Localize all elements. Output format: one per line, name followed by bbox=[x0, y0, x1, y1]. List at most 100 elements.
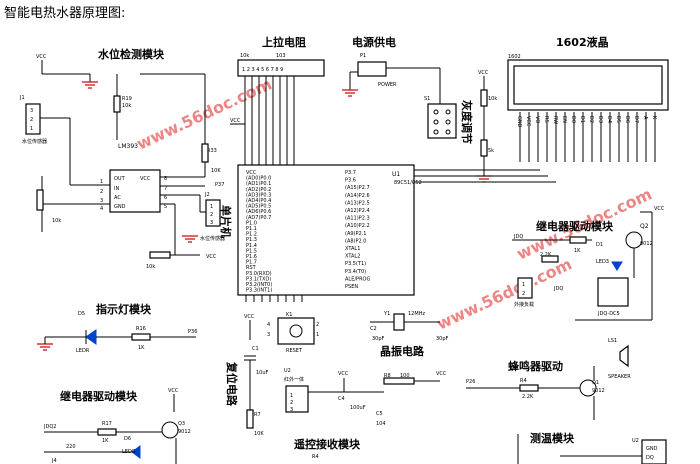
q1-label: Q1 bbox=[592, 380, 599, 386]
lcd-pin-label: D7 bbox=[633, 116, 639, 123]
j2-desc: 水位传感器 bbox=[200, 235, 225, 242]
r-5k-label: 5k bbox=[488, 148, 494, 154]
svg-text:3: 3 bbox=[290, 407, 293, 413]
d6-label: D6 bbox=[124, 436, 131, 442]
svg-text:2: 2 bbox=[290, 400, 293, 406]
led-g-icon bbox=[131, 445, 141, 459]
ls1-label: LS1 bbox=[608, 338, 617, 344]
svg-text:D1: D1 bbox=[596, 242, 603, 248]
c4-label: C4 bbox=[338, 396, 345, 402]
svg-text:1: 1 bbox=[30, 126, 33, 132]
rp-label: 10k bbox=[240, 53, 249, 59]
svg-text:7: 7 bbox=[164, 186, 167, 192]
u2-label: U2 bbox=[284, 368, 291, 374]
r19-resistor bbox=[113, 95, 121, 113]
section-ir: 遥控接收模块 bbox=[294, 437, 361, 451]
vcc-label: VCC bbox=[36, 54, 47, 60]
mcu-pin-label: (A14)P2.6 bbox=[345, 193, 370, 199]
mcu-pin-label: (A13)P2.5 bbox=[345, 200, 370, 206]
c3-value: 30pF bbox=[436, 336, 449, 342]
mcu-pin-label: P3.3(INT1) bbox=[246, 288, 272, 294]
q2-transistor bbox=[625, 231, 643, 249]
vcc-label-ir2: VCC bbox=[436, 371, 447, 377]
led-r-label: LEDR bbox=[76, 348, 90, 354]
j1-connector bbox=[25, 103, 41, 135]
jdq-label: JDQ bbox=[513, 234, 523, 240]
speaker-icon bbox=[619, 344, 629, 368]
svg-text:1 2 3 4 5 6 7 8 9: 1 2 3 4 5 6 7 8 9 bbox=[242, 67, 283, 73]
u1-label: U1 bbox=[392, 171, 400, 178]
r8-value: 100 bbox=[400, 373, 410, 379]
svg-text:8: 8 bbox=[164, 176, 167, 182]
c2-label: C2 bbox=[370, 326, 377, 332]
vcc-label-ir: VCC bbox=[338, 371, 349, 377]
jdq-label-2: JDQ bbox=[553, 286, 563, 292]
svg-text:AC: AC bbox=[114, 195, 121, 201]
lcd-pin-label: D1 bbox=[579, 116, 585, 123]
c4-value: 100uF bbox=[350, 405, 366, 411]
section-reset: 复位电路 bbox=[225, 361, 239, 407]
r33-resistor bbox=[201, 143, 209, 163]
contrast-switch: S1 灰度调节 bbox=[424, 68, 474, 144]
bus-lines bbox=[414, 169, 556, 183]
jdq2-label: JDQ2 bbox=[43, 424, 56, 430]
p36-label: P36 bbox=[188, 329, 197, 335]
svg-text:VCC: VCC bbox=[140, 176, 151, 182]
lcd-pin-label: D4 bbox=[606, 116, 612, 123]
c5-label: C5 bbox=[376, 411, 383, 417]
mcu-pin-label: P1.2 bbox=[246, 232, 257, 238]
mcu-pin-label: (AD5)P0.5 bbox=[246, 204, 271, 210]
pullup-module: 上拉电阻 10k 103 1 2 3 4 5 6 7 8 9 VCC bbox=[230, 35, 325, 165]
svg-text:3: 3 bbox=[210, 220, 213, 226]
power-module: 电源供电 P1 POWER bbox=[342, 35, 440, 97]
relay-module-2: 继电器驱动模块 VCC JDQ2 R17 1K Q3 9012 D6 LEDG … bbox=[43, 388, 191, 464]
q1-transistor bbox=[579, 379, 597, 397]
relay-module-1: 继电器驱动模块 JDQ 1K Q2 9012 VCC D1 2.2K LED3 … bbox=[512, 206, 665, 321]
temp-module: 测温模块 U2 GND DQ bbox=[517, 431, 667, 464]
pot-10k bbox=[36, 189, 44, 211]
svg-text:1: 1 bbox=[210, 204, 213, 210]
svg-text:2: 2 bbox=[522, 291, 525, 297]
svg-text:2: 2 bbox=[210, 212, 213, 218]
pot2-10k-label: 10k bbox=[146, 264, 155, 270]
crystal-module: Y1 12MHz C2 30pF 30pF 晶振电路 bbox=[370, 311, 449, 358]
j1-desc: 水位传感器 bbox=[22, 138, 47, 145]
gnd-label: GND bbox=[646, 446, 658, 452]
r4-label: R4 bbox=[520, 378, 527, 384]
pot-10k-label: 10k bbox=[52, 218, 61, 224]
r19-value: 10k bbox=[122, 103, 131, 109]
mcu-pin-label: P1.5 bbox=[246, 248, 257, 254]
vcc-label-relay2: VCC bbox=[168, 388, 179, 394]
mcu-pin-label: P1.3 bbox=[246, 237, 257, 243]
lcd-pin-label: GND bbox=[516, 116, 522, 128]
mcu-pin-label: P3.1(TXD) bbox=[246, 276, 271, 282]
svg-text:2: 2 bbox=[30, 117, 33, 123]
ir-receiver bbox=[285, 385, 309, 413]
led3-label: LED3 bbox=[596, 259, 609, 265]
section-temp: 测温模块 bbox=[530, 431, 575, 445]
section-relay2: 继电器驱动模块 bbox=[60, 389, 138, 403]
resistor-pack bbox=[237, 59, 325, 77]
lcd-pin-label: D0 bbox=[570, 116, 576, 123]
r16-value: 1K bbox=[138, 345, 145, 351]
svg-text:2: 2 bbox=[100, 189, 103, 195]
c1-label: C1 bbox=[252, 346, 259, 352]
mcu-pin-label: P1.4 bbox=[246, 243, 257, 249]
mcu-pin-label: (AD2)P0.2 bbox=[246, 187, 271, 193]
r7-value: 10K bbox=[254, 431, 264, 437]
svg-text:5: 5 bbox=[164, 204, 167, 210]
mcu-pin-label: (AD7)P0.7 bbox=[246, 215, 271, 221]
svg-text:2: 2 bbox=[316, 322, 319, 328]
r16-label: R16 bbox=[136, 326, 146, 332]
p1-label: P1 bbox=[360, 53, 366, 59]
lcd-pin-label: EN bbox=[561, 116, 567, 123]
lm393-chip bbox=[109, 169, 161, 213]
lcd-pin-label: A bbox=[642, 116, 648, 120]
vcc-label-q2: VCC bbox=[654, 206, 665, 212]
reset-module: VCC K1 43 21 RESET 复位电路 C1 10uF R7 10K bbox=[225, 312, 319, 437]
ds18b20-chip bbox=[641, 439, 667, 464]
r33-value: 10K bbox=[211, 168, 221, 174]
mcu-pin-label: (A8)P2.0 bbox=[345, 238, 366, 244]
